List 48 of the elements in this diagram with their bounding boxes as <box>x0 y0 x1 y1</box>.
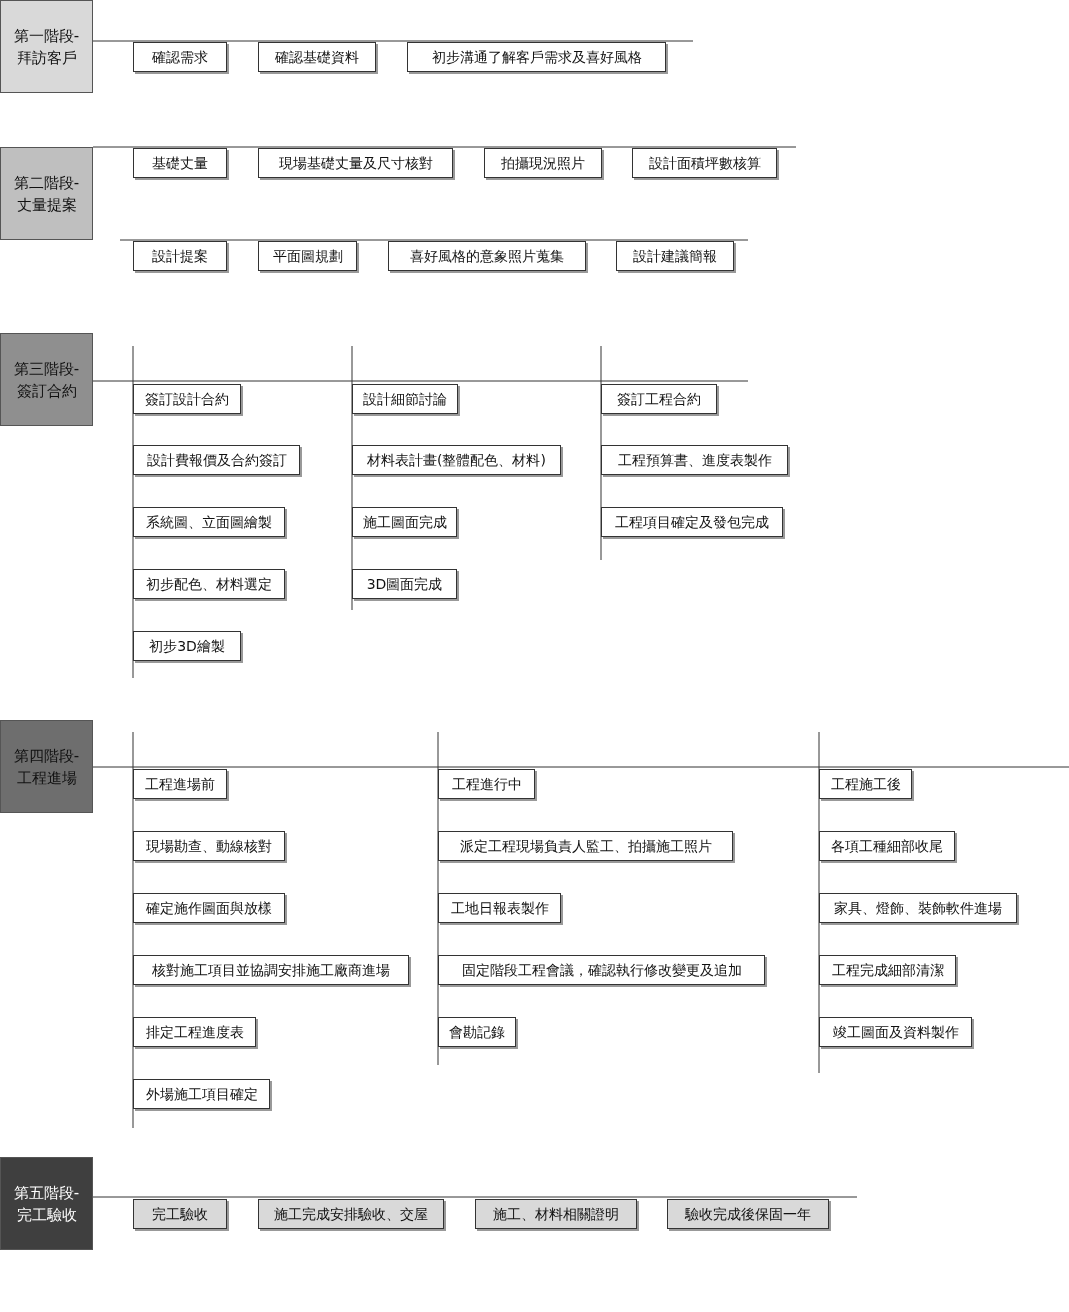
step-box: 初步配色、材料選定 <box>133 569 285 599</box>
step-box: 竣工圖面及資料製作 <box>819 1017 972 1047</box>
step-box: 系統圖、立面圖繪製 <box>133 507 285 537</box>
step-box: 核對施工項目並協調安排施工廠商進場 <box>133 955 409 985</box>
stage-box: 第五階段-完工驗收 <box>0 1157 93 1250</box>
stage-box: 第三階段-簽訂合約 <box>0 333 93 426</box>
step-box: 設計費報價及合約簽訂 <box>133 445 300 475</box>
step-box: 外場施工項目確定 <box>133 1079 270 1109</box>
step-box: 工程進場前 <box>133 769 227 799</box>
step-box: 各項工種細部收尾 <box>819 831 955 861</box>
step-box: 確認需求 <box>133 42 227 72</box>
step-box: 派定工程現場負責人監工、拍攝施工照片 <box>438 831 733 861</box>
step-box: 確認基礎資料 <box>258 42 376 72</box>
step-box: 工程項目確定及發包完成 <box>601 507 783 537</box>
step-box: 工程完成細部清潔 <box>819 955 956 985</box>
step-box: 施工完成安排驗收、交屋 <box>258 1199 444 1229</box>
step-box: 完工驗收 <box>133 1199 227 1229</box>
step-box: 簽訂設計合約 <box>133 384 241 414</box>
step-box: 確定施作圖面與放樣 <box>133 893 285 923</box>
step-box: 施工、材料相關證明 <box>475 1199 637 1229</box>
step-box: 基礎丈量 <box>133 148 227 178</box>
step-box: 拍攝現況照片 <box>484 148 602 178</box>
step-box: 現場基礎丈量及尺寸核對 <box>258 148 453 178</box>
stage-box: 第一階段-拜訪客戶 <box>0 0 93 93</box>
step-box: 現場勘查、動線核對 <box>133 831 285 861</box>
step-box: 工程施工後 <box>819 769 912 799</box>
step-box: 喜好風格的意象照片蒐集 <box>388 241 586 271</box>
step-box: 初步3D繪製 <box>133 631 241 661</box>
step-box: 3D圖面完成 <box>352 569 457 599</box>
step-box: 設計建議簡報 <box>616 241 734 271</box>
stage-box: 第二階段-丈量提案 <box>0 147 93 240</box>
step-box: 初步溝通了解客戶需求及喜好風格 <box>407 42 666 72</box>
step-box: 施工圖面完成 <box>352 507 457 537</box>
step-box: 簽訂工程合約 <box>601 384 717 414</box>
step-box: 平面圖規劃 <box>258 241 357 271</box>
step-box: 排定工程進度表 <box>133 1017 256 1047</box>
step-box: 材料表計畫(整體配色、材料) <box>352 445 561 475</box>
step-box: 會勘記錄 <box>438 1017 516 1047</box>
step-box: 工地日報表製作 <box>438 893 561 923</box>
step-box: 工程預算書、進度表製作 <box>601 445 788 475</box>
step-box: 工程進行中 <box>438 769 535 799</box>
step-box: 設計提案 <box>133 241 227 271</box>
step-box: 驗收完成後保固一年 <box>667 1199 829 1229</box>
step-box: 家具、燈飾、裝飾軟件進場 <box>819 893 1017 923</box>
step-box: 設計面積坪數核算 <box>632 148 777 178</box>
step-box: 固定階段工程會議，確認執行修改變更及追加 <box>438 955 765 985</box>
stage-box: 第四階段-工程進場 <box>0 720 93 813</box>
step-box: 設計細節討論 <box>352 384 458 414</box>
